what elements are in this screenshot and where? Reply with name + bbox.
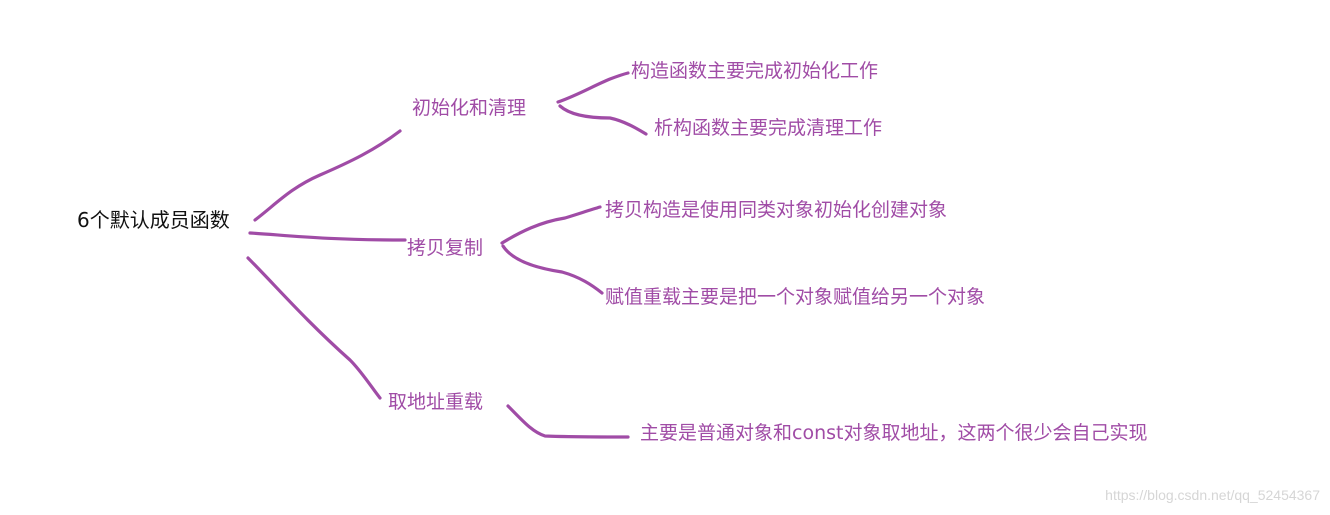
branch-address-overload: 取地址重载 xyxy=(388,391,484,413)
connector-address-to-description xyxy=(506,404,630,439)
leaf-constructor: 构造函数主要完成初始化工作 xyxy=(631,60,879,82)
branch-copy: 拷贝复制 xyxy=(407,237,484,259)
connector-init-to-constructor xyxy=(556,71,630,104)
connector-copy-to-assignment xyxy=(501,244,604,295)
connector-copy-to-copy-constructor xyxy=(500,205,602,245)
connector-root-to-copy xyxy=(248,231,407,242)
connector-init-to-destructor xyxy=(558,104,648,136)
root-node-default-member-functions: 6个默认成员函数 xyxy=(77,208,230,232)
leaf-assignment-overload: 赋值重载主要是把一个对象赋值给另一个对象 xyxy=(605,286,986,308)
connector-root-to-init-cleanup xyxy=(253,129,402,222)
branch-init-cleanup: 初始化和清理 xyxy=(412,97,527,119)
leaf-copy-constructor: 拷贝构造是使用同类对象初始化创建对象 xyxy=(605,199,948,221)
leaf-address-description: 主要是普通对象和const对象取地址，这两个很少会自己实现 xyxy=(640,422,1148,444)
leaf-destructor: 析构函数主要完成清理工作 xyxy=(654,117,883,139)
watermark: https://blog.csdn.net/qq_52454367 xyxy=(1105,487,1320,503)
connector-root-to-address xyxy=(246,256,382,400)
